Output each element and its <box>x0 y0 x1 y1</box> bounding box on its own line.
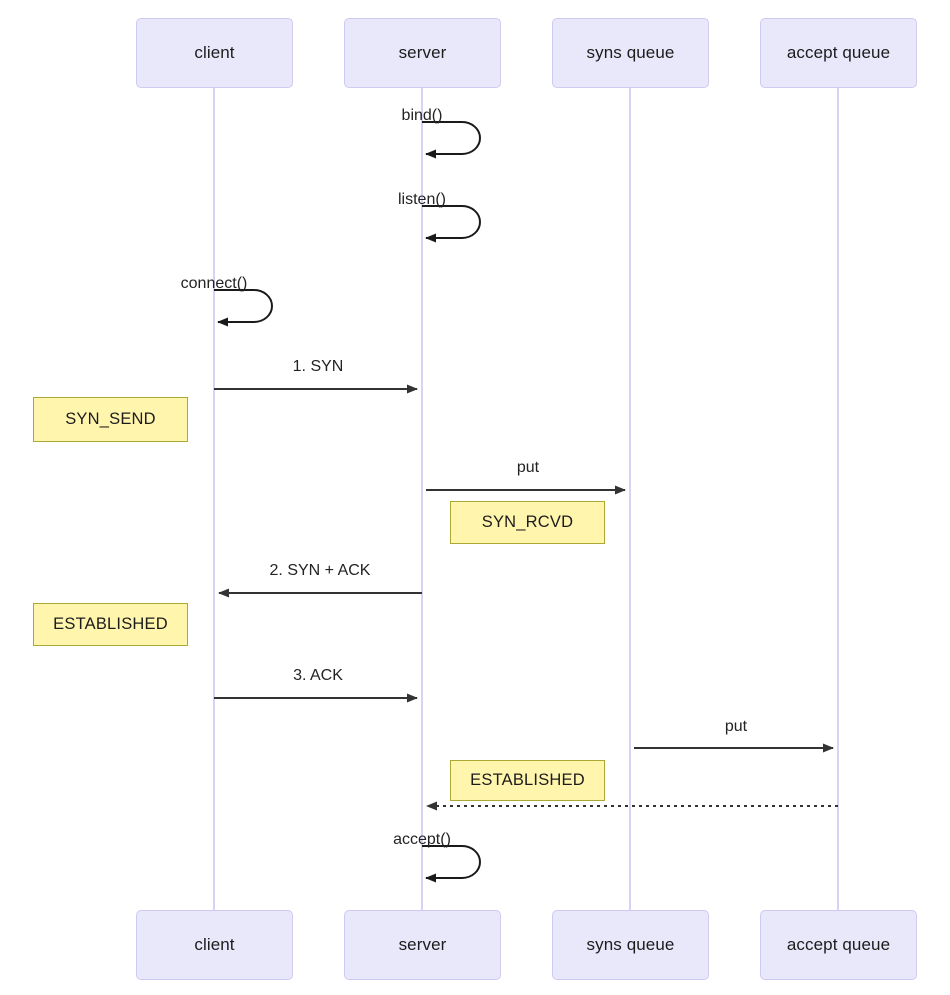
participant-server-bottom[interactable]: server <box>344 910 501 980</box>
participant-client-top[interactable]: client <box>136 18 293 88</box>
self-call-connect-arrow <box>214 289 273 327</box>
note-established-client: ESTABLISHED <box>33 603 188 646</box>
self-call-bind-arrow <box>422 121 481 159</box>
participant-syns-queue-top[interactable]: syns queue <box>552 18 709 88</box>
lifeline-server <box>421 88 423 910</box>
participant-client-bottom[interactable]: client <box>136 910 293 980</box>
note-label: ESTABLISHED <box>53 615 168 633</box>
self-call-label-accept: accept() <box>393 831 451 848</box>
participant-label: client <box>194 43 235 62</box>
note-label: SYN_RCVD <box>481 513 574 531</box>
participant-label: client <box>194 935 235 954</box>
participant-label: server <box>398 935 447 954</box>
lifeline-client <box>213 88 215 910</box>
participant-label: syns queue <box>586 43 675 62</box>
participant-accept-queue-top[interactable]: accept queue <box>760 18 917 88</box>
message-label-put-accept: put <box>724 718 748 735</box>
self-call-listen-arrow <box>422 205 481 243</box>
participant-label: server <box>398 43 447 62</box>
participant-syns-queue-bottom[interactable]: syns queue <box>552 910 709 980</box>
participant-label: syns queue <box>586 935 675 954</box>
message-label-ack: 3. ACK <box>293 667 343 684</box>
self-call-label-connect: connect() <box>180 275 248 292</box>
message-label-put-syns: put <box>516 459 540 476</box>
message-label-syn: 1. SYN <box>292 358 344 375</box>
self-call-label-listen: listen() <box>397 191 447 208</box>
participant-label: accept queue <box>786 43 891 62</box>
lifeline-accept-queue <box>837 88 839 910</box>
note-established-server: ESTABLISHED <box>450 760 605 801</box>
participant-server-top[interactable]: server <box>344 18 501 88</box>
note-label: ESTABLISHED <box>470 771 585 789</box>
self-call-label-bind: bind() <box>401 107 443 124</box>
note-syn-send: SYN_SEND <box>33 397 188 442</box>
note-syn-rcvd: SYN_RCVD <box>450 501 605 544</box>
lifeline-syns-queue <box>629 88 631 910</box>
participant-accept-queue-bottom[interactable]: accept queue <box>760 910 917 980</box>
participant-label: accept queue <box>786 935 891 954</box>
message-label-syn-ack: 2. SYN + ACK <box>269 562 371 579</box>
note-label: SYN_SEND <box>65 410 156 428</box>
self-call-accept-arrow <box>422 845 481 883</box>
